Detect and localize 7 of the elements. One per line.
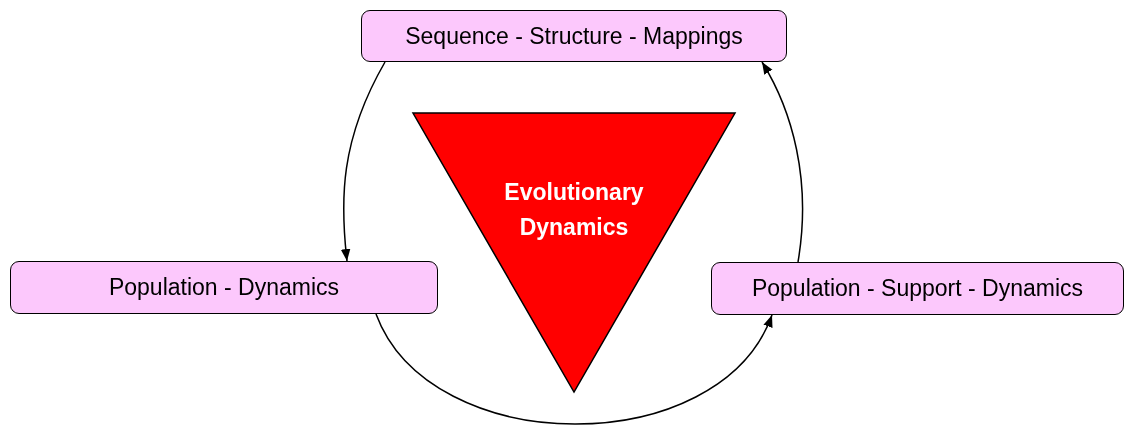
curved-arrow <box>375 313 773 425</box>
process-box: Sequence - Structure - Mappings <box>361 10 787 62</box>
process-box: Population - Support - Dynamics <box>711 262 1124 315</box>
triangle-label: Evolutionary Dynamics <box>503 178 645 242</box>
curved-arrow <box>761 61 804 263</box>
process-box: Population - Dynamics <box>10 261 438 314</box>
curved-arrow <box>341 61 386 262</box>
